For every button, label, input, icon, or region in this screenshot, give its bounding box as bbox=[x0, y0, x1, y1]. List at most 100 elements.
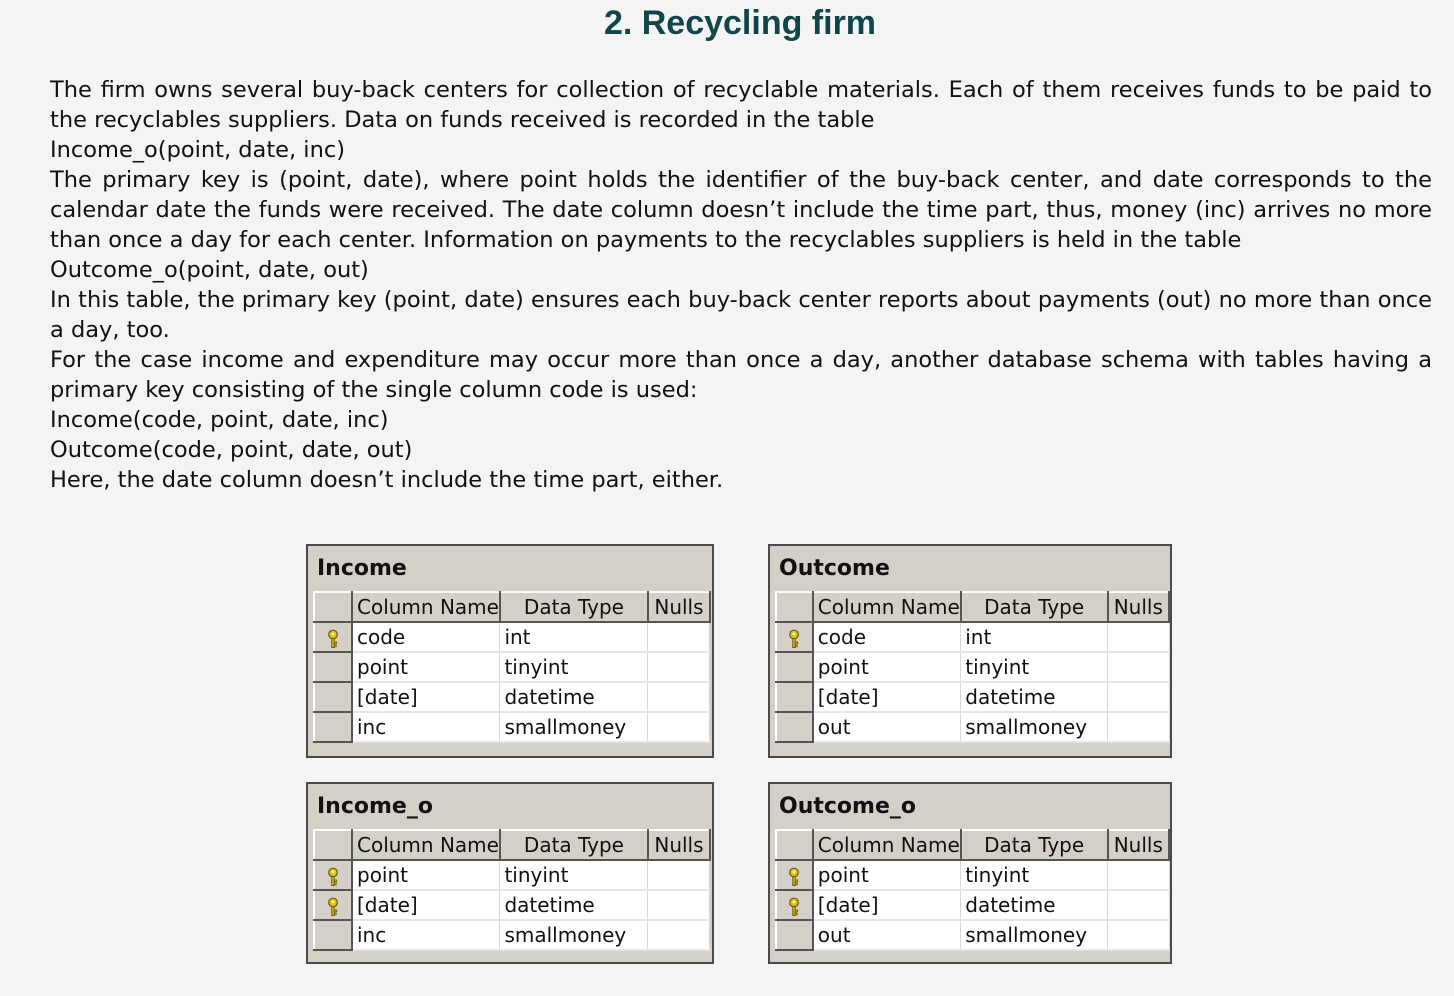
header-data-type: Data Type bbox=[959, 829, 1109, 861]
cell-column-name: [date] bbox=[351, 889, 501, 921]
cell-data-type: smallmoney bbox=[499, 919, 649, 951]
table-outcome: Outcome Column Name Data Type Nulls code… bbox=[768, 544, 1172, 758]
header-row: Column Name Data Type Nulls bbox=[775, 591, 1171, 623]
row-selector[interactable] bbox=[775, 711, 814, 743]
key-icon bbox=[789, 867, 800, 886]
row-selector[interactable] bbox=[313, 681, 353, 713]
table-row[interactable]: out smallmoney bbox=[775, 711, 1170, 743]
cell-column-name: point bbox=[812, 859, 962, 891]
row-selector[interactable] bbox=[313, 651, 353, 683]
cell-data-type: datetime bbox=[499, 681, 649, 713]
row-selector-header bbox=[775, 829, 814, 861]
row-selector[interactable] bbox=[313, 711, 353, 743]
cell-nulls-checkbox[interactable] bbox=[647, 889, 711, 921]
row-selector[interactable] bbox=[775, 681, 814, 713]
table-title: Income bbox=[317, 556, 407, 581]
table-row[interactable]: [date] datetime bbox=[775, 681, 1170, 713]
cell-column-name: out bbox=[812, 711, 962, 743]
cell-data-type: smallmoney bbox=[960, 919, 1109, 951]
cell-data-type: datetime bbox=[499, 889, 649, 921]
cell-nulls-checkbox[interactable] bbox=[647, 651, 711, 683]
cell-nulls-checkbox[interactable] bbox=[1107, 889, 1170, 921]
row-selector[interactable] bbox=[775, 651, 814, 683]
cell-nulls-checkbox[interactable] bbox=[1107, 621, 1170, 653]
key-icon bbox=[789, 629, 800, 648]
cell-nulls-checkbox[interactable] bbox=[647, 681, 711, 713]
row-selector[interactable] bbox=[775, 859, 814, 891]
paragraph: In this table, the primary key (point, d… bbox=[50, 287, 1432, 343]
key-icon bbox=[328, 867, 338, 886]
table-row[interactable]: point tinyint bbox=[313, 859, 711, 891]
header-nulls: Nulls bbox=[646, 829, 711, 861]
header-data-type: Data Type bbox=[959, 591, 1109, 623]
cell-nulls-checkbox[interactable] bbox=[647, 711, 711, 743]
row-selector[interactable] bbox=[313, 859, 353, 891]
row-selector-header bbox=[313, 829, 353, 861]
cell-data-type: smallmoney bbox=[499, 711, 649, 743]
header-data-type: Data Type bbox=[498, 829, 649, 861]
cell-column-name: inc bbox=[351, 711, 501, 743]
cell-nulls-checkbox[interactable] bbox=[1107, 859, 1170, 891]
table-row[interactable]: [date] datetime bbox=[775, 889, 1170, 921]
table-row[interactable]: point tinyint bbox=[775, 651, 1170, 683]
row-selector[interactable] bbox=[313, 621, 353, 653]
table-row[interactable]: inc smallmoney bbox=[313, 919, 711, 951]
paragraph: The firm owns several buy-back centers f… bbox=[50, 77, 1432, 133]
table-title: Outcome_o bbox=[779, 794, 916, 819]
cell-column-name: point bbox=[351, 859, 501, 891]
cell-column-name: code bbox=[351, 621, 501, 653]
column-grid: Column Name Data Type Nulls point tinyin… bbox=[775, 829, 1171, 951]
header-row: Column Name Data Type Nulls bbox=[313, 591, 711, 623]
description: The firm owns several buy-back centers f… bbox=[50, 75, 1432, 495]
row-selector[interactable] bbox=[775, 889, 814, 921]
cell-nulls-checkbox[interactable] bbox=[647, 859, 711, 891]
column-grid: Column Name Data Type Nulls code int poi… bbox=[775, 591, 1171, 743]
row-selector[interactable] bbox=[313, 889, 353, 921]
key-icon bbox=[328, 629, 338, 648]
row-selector-header bbox=[313, 591, 353, 623]
table-row[interactable]: inc smallmoney bbox=[313, 711, 711, 743]
table-row[interactable]: [date] datetime bbox=[313, 681, 711, 713]
cell-column-name: [date] bbox=[812, 681, 962, 713]
table-row[interactable]: point tinyint bbox=[775, 859, 1170, 891]
table-row[interactable]: code int bbox=[775, 621, 1170, 653]
header-nulls: Nulls bbox=[1106, 829, 1171, 861]
header-nulls: Nulls bbox=[646, 591, 711, 623]
cell-nulls-checkbox[interactable] bbox=[647, 919, 711, 951]
schema-income-o: Income_o(point, date, inc) bbox=[50, 137, 345, 163]
schema-income: Income(code, point, date, inc) bbox=[50, 407, 389, 433]
row-selector[interactable] bbox=[775, 919, 814, 951]
cell-nulls-checkbox[interactable] bbox=[1107, 919, 1170, 951]
cell-data-type: tinyint bbox=[960, 859, 1109, 891]
cell-nulls-checkbox[interactable] bbox=[1107, 651, 1170, 683]
cell-column-name: out bbox=[812, 919, 962, 951]
cell-column-name: point bbox=[812, 651, 962, 683]
schema-outcome: Outcome(code, point, date, out) bbox=[50, 437, 413, 463]
page-title: 2. Recycling firm bbox=[603, 4, 877, 42]
key-icon bbox=[789, 897, 800, 916]
paragraph: For the case income and expenditure may … bbox=[50, 347, 1432, 403]
table-row[interactable]: point tinyint bbox=[313, 651, 711, 683]
table-income-o: Income_o Column Name Data Type Nulls poi… bbox=[306, 782, 714, 964]
table-row[interactable]: [date] datetime bbox=[313, 889, 711, 921]
cell-data-type: tinyint bbox=[499, 651, 649, 683]
row-selector[interactable] bbox=[313, 919, 353, 951]
header-row: Column Name Data Type Nulls bbox=[313, 829, 711, 861]
row-selector[interactable] bbox=[775, 621, 814, 653]
header-row: Column Name Data Type Nulls bbox=[775, 829, 1171, 861]
cell-nulls-checkbox[interactable] bbox=[647, 621, 711, 653]
table-row[interactable]: out smallmoney bbox=[775, 919, 1170, 951]
cell-data-type: int bbox=[499, 621, 649, 653]
cell-column-name: [date] bbox=[812, 889, 962, 921]
table-income: Income Column Name Data Type Nulls code … bbox=[306, 544, 714, 758]
table-outcome-o: Outcome_o Column Name Data Type Nulls po… bbox=[768, 782, 1172, 964]
cell-nulls-checkbox[interactable] bbox=[1107, 681, 1170, 713]
cell-column-name: point bbox=[351, 651, 501, 683]
cell-data-type: int bbox=[960, 621, 1109, 653]
column-grid: Column Name Data Type Nulls code int poi… bbox=[313, 591, 711, 743]
cell-nulls-checkbox[interactable] bbox=[1107, 711, 1170, 743]
header-column-name: Column Name bbox=[811, 591, 962, 623]
cell-column-name: inc bbox=[351, 919, 501, 951]
table-row[interactable]: code int bbox=[313, 621, 711, 653]
cell-data-type: smallmoney bbox=[960, 711, 1109, 743]
